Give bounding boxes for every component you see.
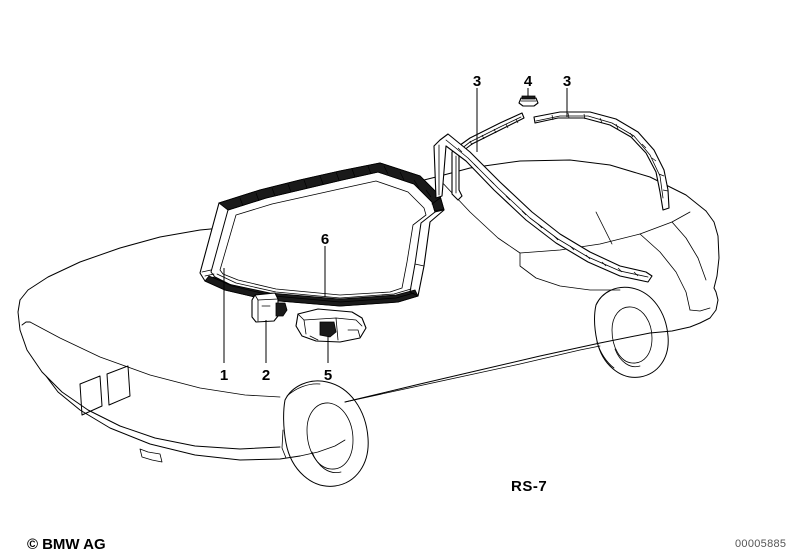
diagram-code-label: RS-7 (511, 478, 548, 495)
copyright-icon: © (27, 536, 39, 553)
callout-label-3-left: 3 (472, 73, 482, 90)
side-window-seal (433, 133, 653, 283)
roof-trim-left (451, 112, 525, 201)
callout-label-1: 1 (219, 367, 229, 384)
clip-part (251, 292, 288, 323)
roof-trim-right (533, 111, 670, 211)
copyright-text: BMW AG (42, 536, 106, 553)
callout-label-4: 4 (523, 73, 533, 90)
copyright-notice: © BMW AG (27, 536, 106, 553)
callout-label-3-right: 3 (562, 73, 572, 90)
windshield-seal-assembly (199, 162, 445, 307)
car-body-outline (17, 159, 720, 487)
diagram-serial-number: 00005885 (735, 538, 787, 550)
callout-label-2: 2 (261, 367, 271, 384)
trim-end-cap (518, 95, 539, 107)
callout-label-5: 5 (323, 367, 333, 384)
callout-label-6: 6 (320, 231, 330, 248)
mirror-base-bracket (295, 308, 367, 343)
callout-leaders (223, 88, 568, 363)
